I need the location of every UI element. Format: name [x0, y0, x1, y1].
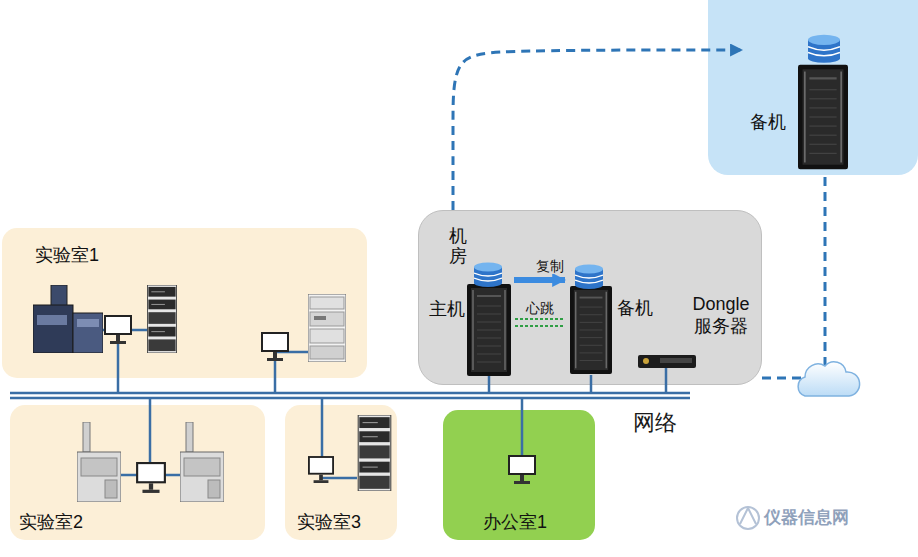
- node-label: 主机: [429, 299, 465, 321]
- gas-chromatograph: [77, 422, 121, 502]
- node-label: 办公室1: [483, 512, 547, 534]
- heartbeat-link: [515, 319, 564, 326]
- replication-arrow: [514, 280, 565, 281]
- node-label: Dongle 服务器: [686, 294, 756, 337]
- network-label: 网络: [633, 410, 677, 435]
- connector-label: 心跳: [524, 300, 556, 316]
- primary-server: [467, 284, 511, 376]
- hplc-stack: [147, 285, 176, 353]
- mass-spectrometer: [33, 285, 103, 353]
- connector-line: [453, 50, 742, 210]
- watermark-logo: [737, 507, 759, 529]
- connector-line: [762, 175, 825, 378]
- dongle-device: [638, 355, 696, 368]
- database-icon: [575, 265, 603, 290]
- offsite-replication-link: [453, 50, 742, 210]
- node-label: 机房: [449, 227, 467, 267]
- workstation-monitor: [308, 456, 334, 483]
- node-label: 实验室2: [19, 512, 83, 534]
- office-monitor: [508, 455, 536, 484]
- workstation-monitor: [261, 332, 289, 361]
- hplc-stack: [358, 415, 391, 491]
- connector-line: [514, 277, 565, 283]
- database-icon: [808, 35, 840, 63]
- connector-line: [515, 325, 564, 327]
- hplc-stack: [308, 294, 346, 362]
- node-label: 备机: [617, 298, 653, 320]
- watermark: 仪器信息网: [764, 508, 849, 528]
- remote-site-zone: [708, 0, 918, 175]
- node-label: 备机: [750, 112, 786, 134]
- gas-chromatograph: [180, 422, 224, 502]
- node-label: 实验室1: [35, 245, 99, 267]
- wan-link: [762, 175, 825, 378]
- internet-cloud: [798, 362, 859, 396]
- connector-line: [515, 318, 564, 320]
- database-icon: [474, 263, 502, 288]
- remote-standby-server: [798, 65, 848, 170]
- workstation-monitor: [104, 315, 132, 344]
- standby-server: [570, 286, 612, 374]
- node-label: 实验室3: [297, 512, 361, 534]
- connector-label: 复制: [534, 258, 566, 274]
- workstation-monitor: [136, 462, 166, 493]
